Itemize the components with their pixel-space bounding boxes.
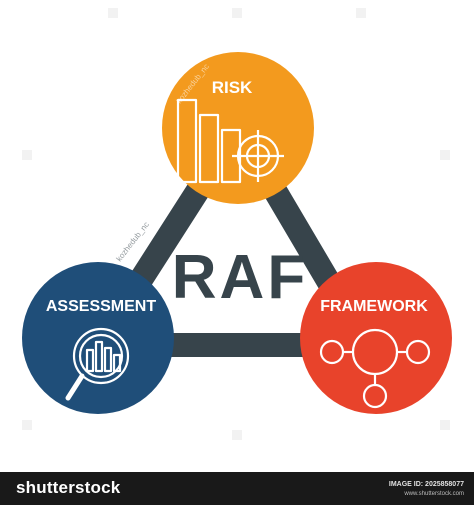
node-framework: FRAMEWORK	[300, 262, 452, 414]
node-framework-circle	[300, 262, 452, 414]
shutterstock-footer: shutterstock IMAGE ID: 2025858077 www.sh…	[0, 472, 474, 505]
site-url-text: www.shutterstock.com	[404, 491, 464, 497]
raf-diagram: RAF RISK kozhedub_nc ASSESSMENT kozhedu	[22, 8, 452, 440]
triangle-connector	[77, 105, 388, 357]
shutterstock-logo: shutterstock	[16, 478, 121, 497]
node-risk: RISK kozhedub_nc	[162, 52, 314, 204]
node-assessment-circle	[22, 262, 174, 414]
node-risk-label: RISK	[212, 78, 253, 97]
node-assessment-label: ASSESSMENT	[46, 298, 156, 315]
node-framework-label: FRAMEWORK	[320, 298, 428, 315]
image-id-text: IMAGE ID: 2025858077	[388, 481, 464, 488]
network-nodes-icon	[319, 328, 431, 409]
bar-chart-target-icon	[176, 98, 284, 184]
magnifier-bar-chart-icon	[65, 327, 130, 401]
background-watermark-pattern	[22, 8, 450, 440]
center-label: RAF	[172, 243, 308, 312]
